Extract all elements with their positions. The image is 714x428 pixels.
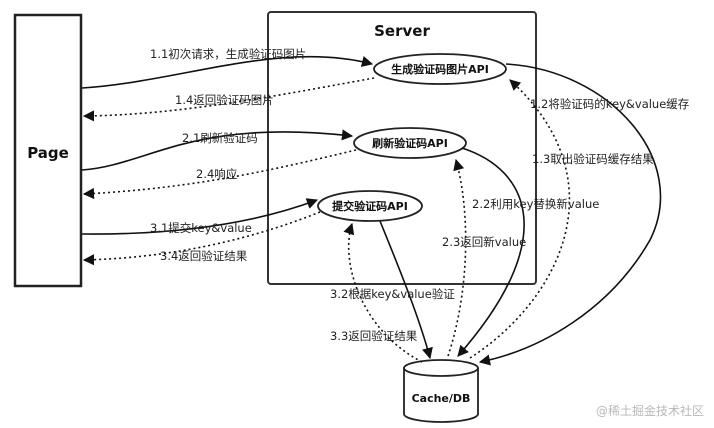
edge-1-2 [478,63,662,366]
edge-2-3-label: 2.3返回新value [442,235,526,249]
edge-2-4 [82,149,357,200]
edge-3-4-label: 3.4返回验证结果 [160,249,248,263]
edge-3-2-label: 3.2根据key&value验证 [330,287,455,301]
edge-1-3-label: 1.3取出验证码缓存结果 [532,152,654,166]
api-refresh-label: 刷新验证码API [372,136,448,150]
watermark: @稀土掘金技术社区 [596,403,704,418]
edge-3-3-label: 3.3返回验证结果 [330,329,418,343]
edge-2-4-label: 2.4响应 [196,167,237,181]
edge-1-1-label: 1.1初次请求，生成验证码图片 [150,47,306,61]
edge-2-2-label: 2.2利用key替换新value [472,197,599,211]
edge-1-4-label: 1.4返回验证码图片 [175,93,274,107]
server-label: Server [374,22,430,40]
edge-2-3 [447,158,467,357]
api-generate-label: 生成验证码图片API [391,62,489,76]
cache-db-label: Cache/DB [412,392,471,405]
cache-db-node [403,359,479,423]
api-generate-node [373,53,507,85]
edge-3-1-label: 3.1提交key&value [150,221,252,235]
edge-3-2 [379,220,433,360]
edge-2-1-label: 2.1刷新验证码 [182,131,258,145]
edge-3-4 [82,211,321,266]
edge-3-3 [343,222,423,363]
edge-3-1 [81,198,319,235]
edge-1-2-label: 1.2将验证码的key&value缓存 [530,97,689,111]
api-refresh-node [353,127,467,159]
page-box [13,13,83,288]
edge-2-1 [81,129,354,171]
api-submit-label: 提交验证码API [332,199,408,213]
edge-1-4 [82,77,375,122]
edge-2-2 [457,147,525,357]
page-label: Page [27,144,69,162]
edge-1-1 [81,55,374,89]
